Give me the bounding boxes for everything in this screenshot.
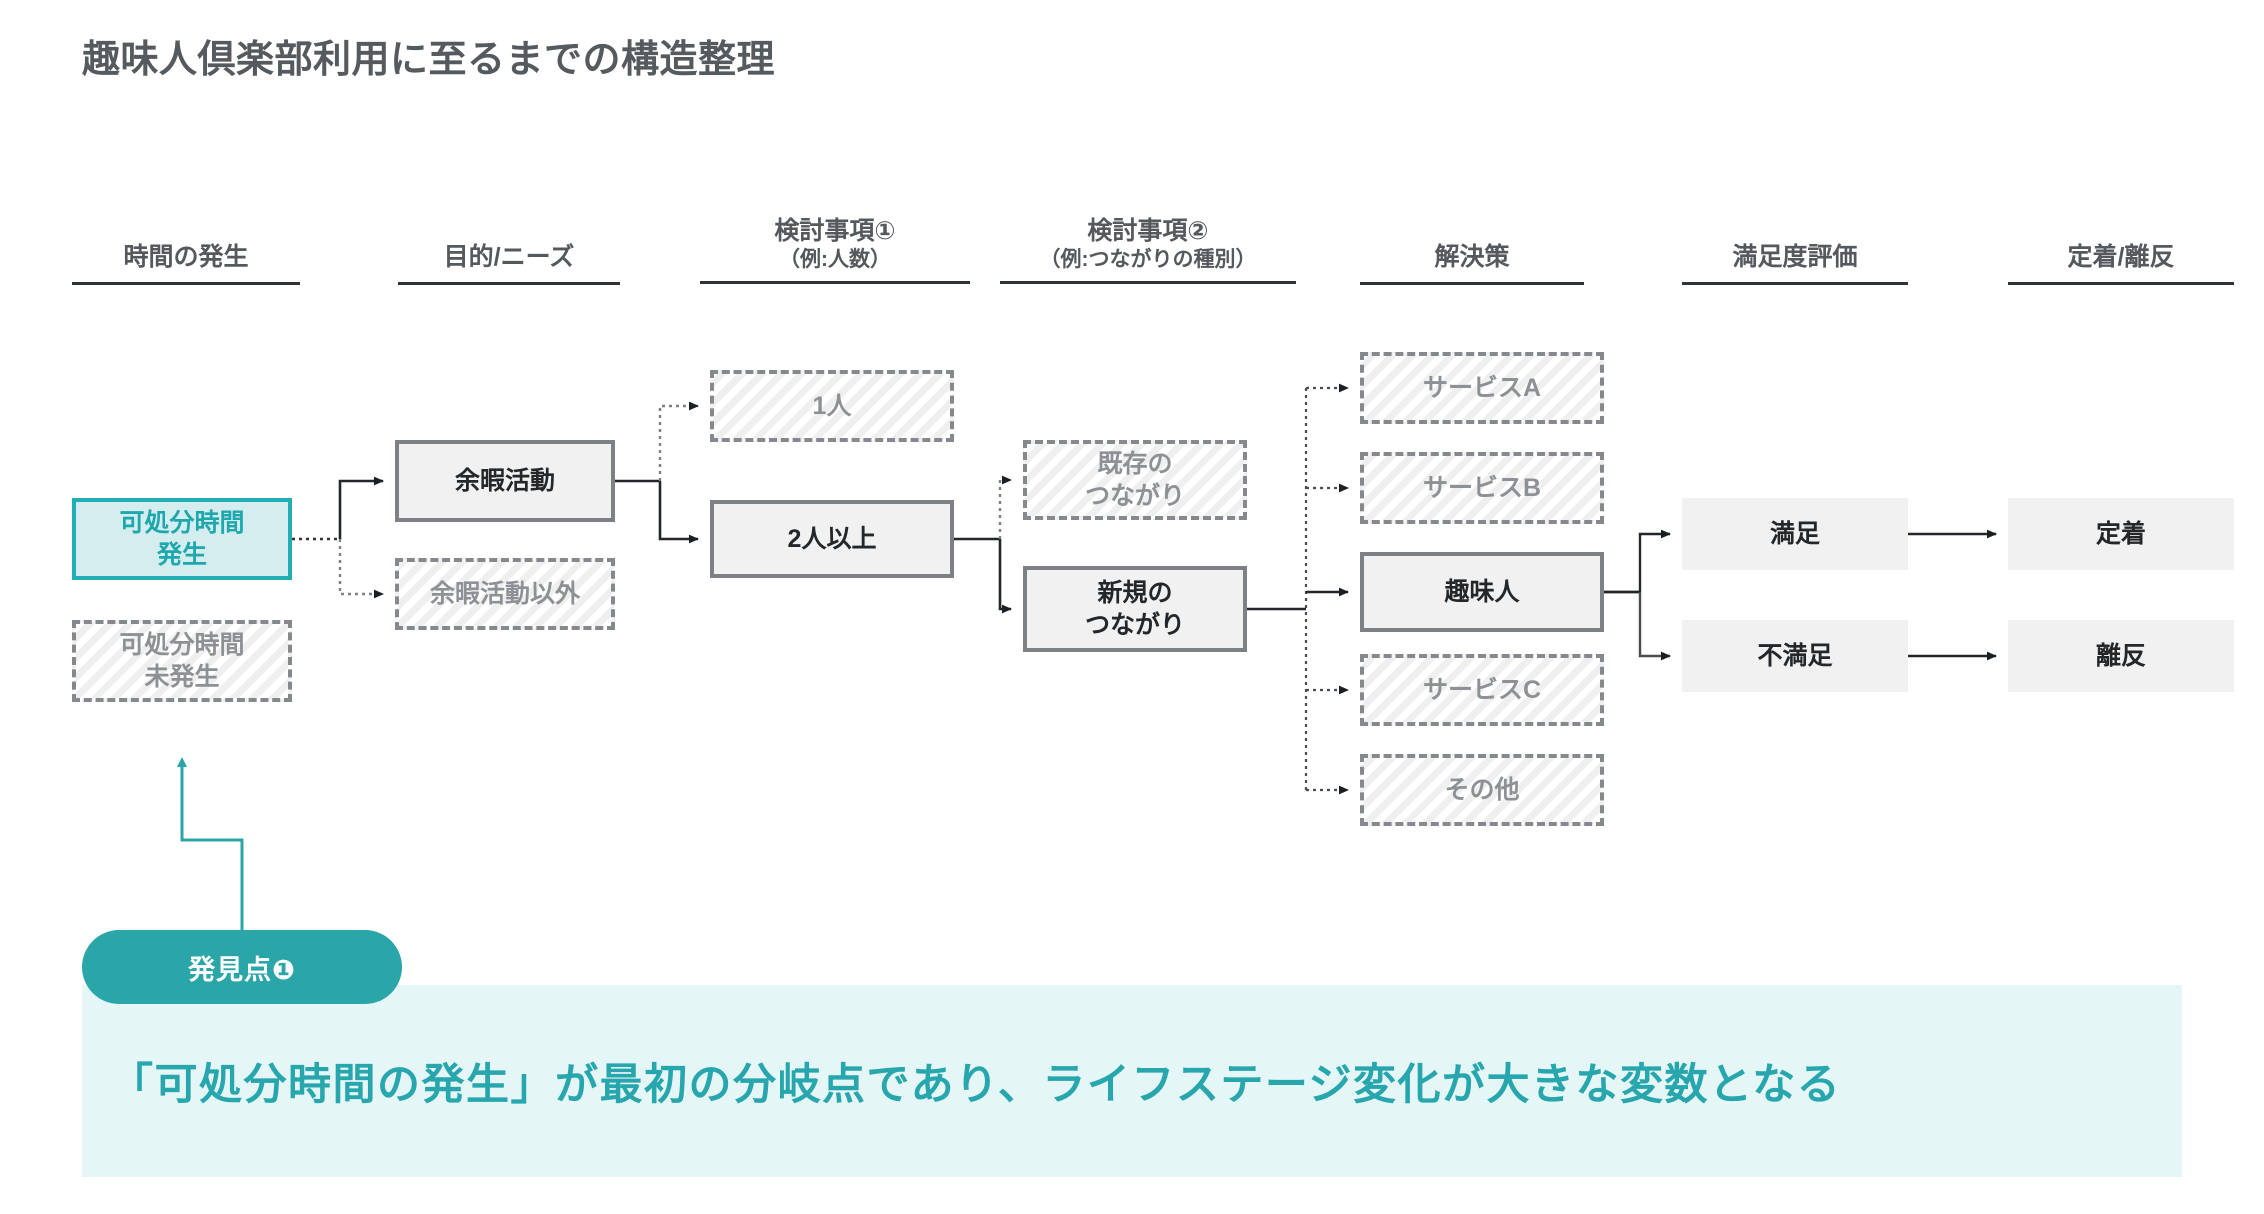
- column-header-main: 満足度評価: [1732, 243, 1858, 271]
- column-header-sub: （例:人数）: [779, 247, 891, 271]
- column-header-rule: [1360, 281, 1584, 285]
- wire-satisfaction-to-outcome: [1908, 529, 1997, 661]
- column-header-4: 検討事項②（例:つながりの種別）: [1000, 216, 1296, 285]
- wire-leisure-to-headcount: [615, 401, 699, 544]
- n-service-c: サービスC: [1360, 654, 1604, 726]
- n-existing-tie: 既存の つながり: [1023, 440, 1247, 520]
- n-group: 2人以上: [710, 500, 954, 578]
- page-title: 趣味人倶楽部利用に至るまでの構造整理: [82, 39, 776, 81]
- column-header-rule: [1000, 281, 1296, 285]
- column-header-sub: （例:つながりの種別）: [1039, 247, 1257, 271]
- column-header-2: 目的/ニーズ: [398, 242, 620, 285]
- n-service-a: サービスA: [1360, 352, 1604, 424]
- column-header-7: 定着/離反: [2008, 242, 2234, 285]
- finding-pill: 発見点❶: [82, 930, 402, 1004]
- n-time-yes: 可処分時間 発生: [72, 498, 292, 580]
- wire-time-to-purpose: [292, 476, 384, 599]
- column-header-rule: [700, 281, 970, 285]
- n-non-leisure: 余暇活動以外: [395, 558, 615, 630]
- column-header-main: 検討事項②: [1087, 217, 1209, 245]
- n-leisure: 余暇活動: [395, 440, 615, 522]
- column-header-main: 検討事項①: [774, 217, 896, 245]
- insight-text: 「可処分時間の発生」が最初の分岐点であり、ライフステージ変化が大きな変数となる: [110, 1061, 1842, 1109]
- n-time-no: 可処分時間 未発生: [72, 620, 292, 702]
- n-solo: 1人: [710, 370, 954, 442]
- n-satisfied: 満足: [1682, 498, 1908, 570]
- n-other: その他: [1360, 754, 1604, 826]
- column-header-main: 定着/離反: [2067, 243, 2175, 271]
- n-new-tie: 新規の つながり: [1023, 566, 1247, 652]
- n-service-b: サービスB: [1360, 452, 1604, 524]
- column-header-main: 目的/ニーズ: [443, 243, 575, 271]
- n-retain: 定着: [2008, 498, 2234, 570]
- column-header-5: 解決策: [1360, 242, 1584, 285]
- n-dissatisfied: 不満足: [1682, 620, 1908, 692]
- wire-headcount-to-tie: [954, 475, 1012, 614]
- column-header-main: 解決策: [1434, 243, 1510, 271]
- wire-finding-callout: [177, 757, 244, 930]
- column-header-rule: [72, 281, 300, 285]
- column-header-rule: [2008, 281, 2234, 285]
- column-header-6: 満足度評価: [1682, 242, 1908, 285]
- column-header-3: 検討事項①（例:人数）: [700, 216, 970, 285]
- column-header-rule: [398, 281, 620, 285]
- wire-tie-to-solutions: [1247, 383, 1349, 795]
- n-shumijin: 趣味人: [1360, 552, 1604, 632]
- wire-shumijin-to-satisfaction: [1604, 529, 1671, 661]
- column-header-1: 時間の発生: [72, 242, 300, 285]
- insight-banner: 「可処分時間の発生」が最初の分岐点であり、ライフステージ変化が大きな変数となる: [82, 985, 2182, 1177]
- column-header-rule: [1682, 281, 1908, 285]
- column-header-main: 時間の発生: [123, 243, 249, 271]
- n-churn: 離反: [2008, 620, 2234, 692]
